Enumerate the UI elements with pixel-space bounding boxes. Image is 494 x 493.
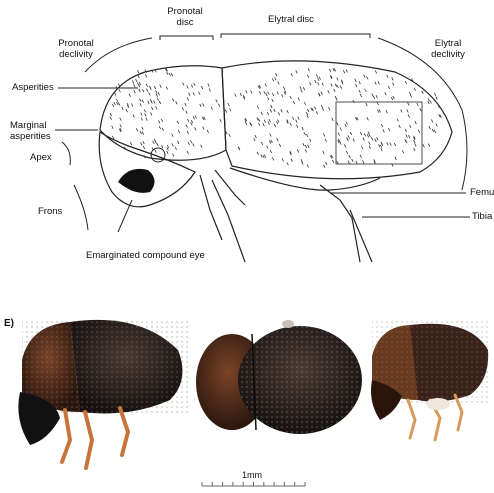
photo-beetle-lateral xyxy=(18,318,190,468)
beetle1-legs xyxy=(62,408,128,468)
photo-beetle-dorsal xyxy=(196,320,362,434)
beetle3-highlight xyxy=(426,398,450,410)
beetle2-texture xyxy=(238,326,362,434)
photo-beetle-lateral-small xyxy=(371,318,490,440)
scale-bar xyxy=(202,482,305,486)
scale-bar-label: 1mm xyxy=(242,470,262,480)
beetle2-mount xyxy=(282,320,294,328)
beetle1-texture xyxy=(22,318,190,416)
